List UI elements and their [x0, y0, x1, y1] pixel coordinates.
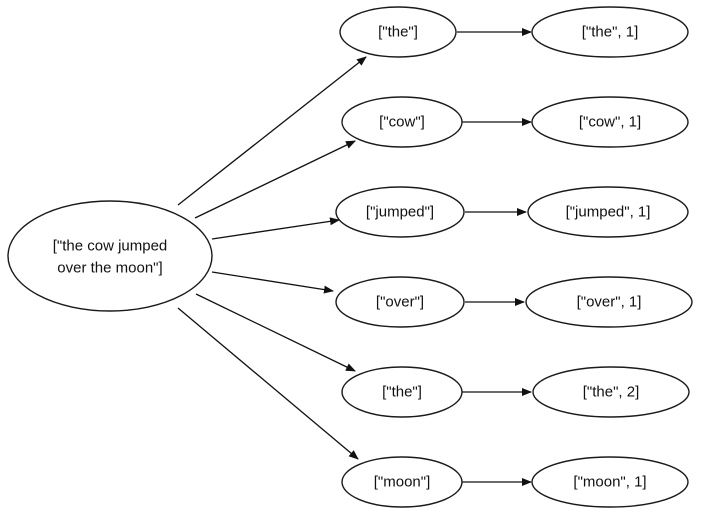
pair-node: ["cow", 1] — [531, 96, 689, 148]
pair-node-label: ["the", 1] — [582, 24, 639, 41]
source-node-label-line-1: ["the cow jumped — [53, 238, 168, 255]
pair-node: ["the", 1] — [531, 6, 689, 58]
source-node-label-line-2: over the moon"] — [57, 260, 162, 277]
pair-node-label: ["the", 2] — [583, 384, 640, 401]
edge-source-to-token-6 — [177, 307, 359, 460]
token-node-label: ["the"] — [382, 384, 422, 401]
token-to-pair-edges — [457, 28, 532, 486]
token-node-label: ["jumped"] — [366, 204, 434, 221]
source-node: ["the cow jumped over the moon"] — [7, 200, 213, 312]
token-node: ["moon"] — [341, 456, 463, 508]
token-node: ["the"] — [339, 6, 457, 58]
token-node-label: ["the"] — [378, 24, 418, 41]
edge-source-to-token-5 — [195, 293, 356, 372]
pair-node: ["jumped", 1] — [527, 186, 689, 238]
token-node: ["over"] — [335, 276, 465, 328]
pair-node-label: ["moon", 1] — [573, 474, 646, 491]
edge-source-to-token-1 — [177, 56, 367, 206]
token-node: ["cow"] — [341, 96, 463, 148]
token-node-label: ["over"] — [376, 294, 424, 311]
pair-node: ["the", 2] — [532, 366, 690, 418]
token-node-label: ["moon"] — [374, 474, 431, 491]
pair-node-label: ["over", 1] — [577, 294, 642, 311]
pair-node: ["over", 1] — [525, 276, 693, 328]
token-node: ["jumped"] — [335, 186, 465, 238]
source-to-token-edges — [177, 56, 367, 460]
pair-node-label: ["cow", 1] — [579, 114, 641, 131]
edge-source-to-token-4 — [211, 271, 334, 294]
pair-node-label: ["jumped", 1] — [566, 204, 651, 221]
token-node: ["the"] — [341, 366, 463, 418]
edge-source-to-token-3 — [211, 217, 340, 240]
token-node-label: ["cow"] — [379, 114, 425, 131]
pair-node: ["moon", 1] — [531, 456, 689, 508]
edge-source-to-token-2 — [194, 140, 356, 219]
